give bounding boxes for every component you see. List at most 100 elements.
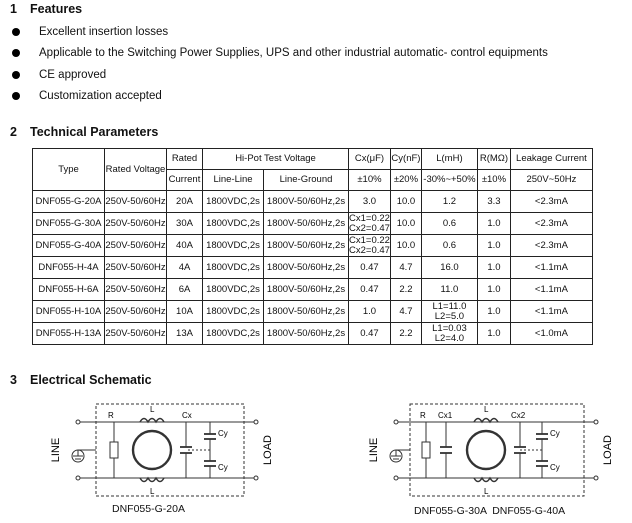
cy-label: Cy bbox=[550, 463, 560, 472]
cell-l-line: 16.0 bbox=[440, 261, 459, 273]
cell-rated-voltage: 250V-50/60Hz bbox=[104, 190, 167, 213]
bullet-icon bbox=[12, 49, 20, 58]
inductor-label: L bbox=[484, 487, 489, 496]
load-label: LOAD bbox=[262, 435, 274, 465]
cell-type: DNF055-H-6A bbox=[32, 278, 105, 301]
cell-r: 1.0 bbox=[476, 256, 511, 279]
section-title: Electrical Schematic bbox=[30, 373, 152, 387]
cell-type: DNF055-H-4A bbox=[32, 256, 105, 279]
cell-cy: 10.0 bbox=[389, 190, 422, 213]
table-header-row: Type Rated Voltage Rated Hi-Pot Test Vol… bbox=[32, 148, 593, 191]
cell-leakage: <1.0mA bbox=[509, 322, 593, 345]
cx1-label: Cx1 bbox=[438, 411, 453, 420]
schematic-heading: 3 Electrical Schematic bbox=[10, 373, 152, 387]
cell-l: 0.6 bbox=[420, 234, 478, 257]
cell-rated-voltage: 250V-50/60Hz bbox=[104, 278, 167, 301]
cell-l-line: 0.6 bbox=[442, 217, 457, 229]
header-r: R(MΩ) bbox=[476, 148, 511, 170]
cell-r: 1.0 bbox=[476, 322, 511, 345]
bullet-icon bbox=[12, 92, 20, 101]
header-cx-tolerance: ±10% bbox=[348, 169, 391, 191]
features-list: Excellent insertion losses Applicable to… bbox=[12, 21, 548, 107]
cell-l-line: 11.0 bbox=[440, 283, 459, 295]
choke-winding-top bbox=[139, 417, 165, 424]
cell-line-line: 1800VDC,2s bbox=[202, 278, 264, 301]
cell-l: 1.2 bbox=[420, 190, 478, 213]
cell-rated-voltage: 250V-50/60Hz bbox=[104, 256, 167, 279]
cell-rated-voltage: 250V-50/60Hz bbox=[104, 300, 167, 323]
cell-line-line: 1800VDC,2s bbox=[202, 234, 264, 257]
cell-cx-line: Cx2=0.47 bbox=[349, 244, 390, 256]
output-terminal bbox=[253, 475, 259, 481]
inductor-label: L bbox=[484, 405, 489, 414]
header-cy-tolerance: ±20% bbox=[389, 169, 422, 191]
cell-rated-voltage: 250V-50/60Hz bbox=[104, 322, 167, 345]
schematic-caption: DNF055-G-20A bbox=[112, 503, 185, 515]
cell-cx-line: 0.47 bbox=[360, 283, 379, 295]
cell-cy: 10.0 bbox=[389, 234, 422, 257]
cell-line-ground: 1800V-50/60Hz,2s bbox=[263, 278, 349, 301]
cell-line-ground: 1800V-50/60Hz,2s bbox=[263, 212, 349, 235]
cell-type: DNF055-G-20A bbox=[32, 190, 105, 213]
header-r-tolerance: ±10% bbox=[476, 169, 511, 191]
cell-line-ground: 1800V-50/60Hz,2s bbox=[263, 256, 349, 279]
cell-cx-line: Cx1=0.22 bbox=[349, 212, 390, 224]
section-number: 3 bbox=[10, 373, 17, 387]
cell-r: 1.0 bbox=[476, 212, 511, 235]
cell-l-line: L2=5.0 bbox=[434, 310, 465, 322]
cell-cx-line: 0.47 bbox=[360, 261, 379, 273]
resistor-symbol bbox=[109, 441, 119, 459]
cell-line-line: 1800VDC,2s bbox=[202, 322, 264, 345]
header-l: L(mH) bbox=[420, 148, 478, 170]
cell-leakage: <2.3mA bbox=[509, 212, 593, 235]
header-line-ground: Line-Ground bbox=[263, 169, 349, 191]
table-header-row: Current Line-Line Line-Ground ±10% ±20% … bbox=[33, 169, 593, 191]
section-title: Features bbox=[30, 2, 83, 16]
choke-winding-top bbox=[473, 417, 499, 424]
cell-cy: 2.2 bbox=[389, 322, 422, 345]
bullet-icon bbox=[12, 27, 20, 36]
cell-line-ground: 1800V-50/60Hz,2s bbox=[263, 234, 349, 257]
section-number: 1 bbox=[10, 2, 17, 16]
cell-cx: 3.0 bbox=[348, 190, 391, 213]
cell-cy: 10.0 bbox=[389, 212, 422, 235]
cell-cx: 0.47 bbox=[348, 256, 391, 279]
features-heading: 1 Features bbox=[10, 2, 82, 16]
cy-label: Cy bbox=[550, 429, 560, 438]
cell-rated-current: 40A bbox=[166, 234, 203, 257]
cell-cy: 2.2 bbox=[389, 278, 422, 301]
input-terminal bbox=[75, 475, 81, 481]
header-rated-current-2: Current bbox=[166, 169, 203, 191]
choke-core bbox=[131, 429, 173, 471]
cell-l-line: L2=4.0 bbox=[434, 332, 465, 344]
feature-item: Applicable to the Switching Power Suppli… bbox=[12, 43, 548, 65]
header-leakage-condition: 250V~50Hz bbox=[509, 169, 593, 191]
parameters-table: Type Rated Voltage Rated Hi-Pot Test Vol… bbox=[32, 148, 593, 345]
feature-item: Customization accepted bbox=[12, 86, 548, 108]
cell-l: 16.0 bbox=[420, 256, 478, 279]
cell-type: DNF055-G-30A bbox=[32, 212, 105, 235]
cell-cx-line: 0.47 bbox=[360, 327, 379, 339]
cell-l-line: 1.2 bbox=[442, 195, 457, 207]
bullet-icon bbox=[12, 70, 20, 79]
header-rated-current-1: Rated bbox=[166, 148, 203, 170]
cell-rated-voltage: 250V-50/60Hz bbox=[104, 212, 167, 235]
cell-l: 0.6 bbox=[420, 212, 478, 235]
header-rated-voltage: Rated Voltage bbox=[104, 148, 167, 191]
choke-winding-bottom bbox=[473, 476, 499, 483]
header-type: Type bbox=[32, 148, 105, 191]
cell-l-line: 0.6 bbox=[442, 239, 457, 251]
cell-r: 1.0 bbox=[476, 278, 511, 301]
schematic-caption: DNF055-G-30A DNF055-G-40A bbox=[414, 505, 566, 517]
cell-cy: 4.7 bbox=[389, 256, 422, 279]
cell-r: 3.3 bbox=[476, 190, 511, 213]
